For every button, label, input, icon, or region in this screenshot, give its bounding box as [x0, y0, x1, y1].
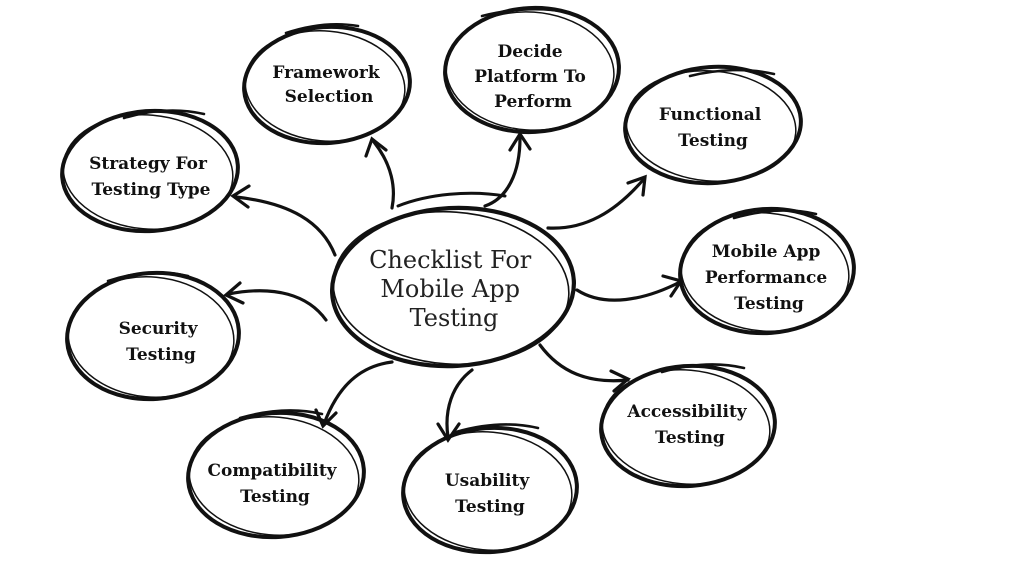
node-label-security-testing: Security Testing	[119, 319, 204, 365]
node-label-compatibility-testing: Compatibility Testing	[208, 461, 343, 507]
node-text-line: Testing	[455, 497, 525, 517]
center-title-line-2: Mobile App	[380, 275, 520, 303]
node-text-line: Usability	[445, 471, 531, 491]
center-title: Checklist For Mobile App Testing	[369, 246, 539, 332]
node-strategy-for-testing-type: Strategy For Testing Type	[60, 108, 240, 234]
node-text-line: Testing	[734, 294, 804, 314]
node-label-usability-testing: Usability Testing	[445, 471, 535, 517]
center-title-line-1: Checklist For	[369, 246, 532, 274]
node-accessibility-testing: Accessibility Testing	[599, 363, 777, 489]
node-usability-testing: Usability Testing	[401, 423, 579, 555]
node-text-line: Testing Type	[92, 180, 211, 200]
node-decide-platform-to-perform: Decide Platform To Perform	[443, 5, 621, 135]
node-text-line: Testing	[678, 131, 748, 151]
node-text-line: Functional	[659, 105, 762, 125]
arrow-to-decide-platform	[483, 131, 532, 208]
node-label-decide-platform-to-perform: Decide Platform To Perform	[474, 42, 592, 112]
node-framework-selection: Framework Selection	[242, 22, 412, 146]
arrow-to-usability-testing	[436, 368, 474, 443]
node-text-line: Testing	[655, 428, 725, 448]
node-text-line: Security	[119, 319, 199, 339]
node-label-functional-testing: Functional Testing	[659, 105, 767, 151]
arrow-to-functional-testing	[546, 174, 647, 230]
node-security-testing: Security Testing	[65, 270, 241, 402]
node-compatibility-testing: Compatibility Testing	[186, 409, 366, 540]
center-node: Checklist For Mobile App Testing	[329, 191, 577, 369]
node-label-framework-selection: Framework Selection	[272, 63, 385, 107]
arrow-to-compatibility-testing	[314, 360, 394, 429]
center-title-line-3: Testing	[410, 304, 499, 332]
arrow-to-accessibility-testing	[538, 343, 631, 393]
node-label-accessibility-testing: Accessibility Testing	[626, 402, 752, 448]
node-label-mobile-app-performance-testing: Mobile App Performance Testing	[705, 242, 833, 314]
connector-arrows	[223, 131, 684, 443]
node-mobile-app-performance-testing: Mobile App Performance Testing	[678, 206, 856, 336]
arrow-to-security-testing	[223, 281, 328, 322]
node-text-line: Mobile App	[712, 242, 821, 262]
node-label-strategy-for-testing-type: Strategy For Testing Type	[89, 154, 213, 200]
node-text-line: Strategy For	[89, 154, 208, 174]
node-text-line: Perform	[494, 92, 572, 112]
node-text-line: Testing	[240, 487, 310, 507]
arrow-to-strategy-for-testing-type	[230, 184, 337, 257]
node-text-line: Platform To	[474, 67, 586, 87]
arrow-to-framework-selection	[364, 136, 396, 210]
node-text-line: Performance	[705, 268, 827, 288]
arrow-to-mobile-app-performance	[575, 274, 684, 302]
node-text-line: Compatibility	[208, 461, 338, 481]
node-functional-testing: Functional Testing	[623, 64, 803, 186]
node-text-line: Testing	[126, 345, 196, 365]
node-text-line: Framework	[272, 63, 380, 83]
node-text-line: Selection	[285, 87, 374, 107]
node-text-line: Accessibility	[626, 402, 747, 422]
node-text-line: Decide	[498, 42, 563, 62]
